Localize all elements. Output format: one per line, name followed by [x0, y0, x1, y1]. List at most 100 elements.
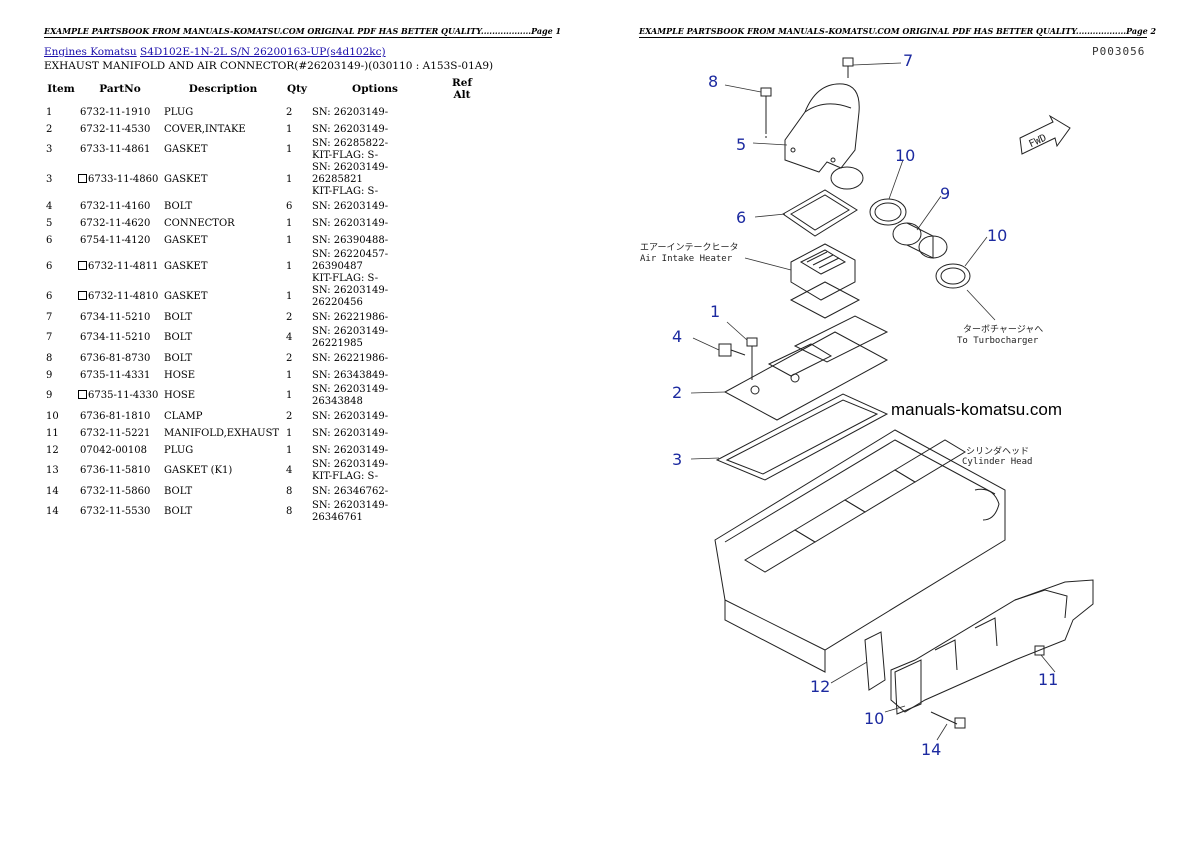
cell-qty-text: 1	[286, 261, 293, 272]
cell-options: SN: 26203149-26346761	[310, 500, 440, 524]
callout-3: 3	[672, 450, 683, 469]
cell-description-text: GASKET	[164, 174, 208, 185]
cell-partno: 6736-81-8730	[78, 350, 162, 367]
cell-partno-text: 6735-11-4330	[88, 390, 159, 401]
callout-1: 1	[710, 302, 721, 321]
cell-partno-text: 07042-00108	[80, 444, 148, 456]
cell-ref-alt	[440, 162, 484, 198]
checkbox-icon	[78, 261, 87, 270]
turbo-label-jp: ターボチャージャへ	[963, 325, 1044, 335]
air-intake-label-jp: エアーインテークヒータ	[640, 243, 739, 253]
cell-item-text: 3	[46, 144, 53, 155]
table-header-row: Item PartNo Description Qty Options Ref …	[44, 76, 484, 104]
cell-description-text: GASKET	[164, 234, 208, 246]
callout-8: 8	[708, 72, 719, 91]
cell-partno: 6732-11-4620	[78, 215, 162, 232]
callout-6: 6	[736, 208, 747, 227]
col-partno: PartNo	[99, 83, 141, 95]
cell-item-text: 14	[46, 506, 59, 517]
cell-ref-alt	[440, 384, 484, 408]
callout-4: 4	[672, 327, 683, 346]
cell-description-text: GASKET	[164, 261, 208, 272]
cell-item: 14	[44, 483, 78, 500]
cell-options: SN: 26203149-26221985	[310, 326, 440, 350]
cell-ref-alt	[440, 121, 484, 138]
cylinder-head	[714, 429, 1006, 673]
cell-item-text: 9	[46, 369, 53, 381]
cell-description: HOSE	[162, 367, 284, 384]
cell-partno: 6732-11-4811	[78, 249, 162, 285]
cell-item: 2	[44, 121, 78, 138]
cell-qty-text: 8	[286, 485, 293, 497]
option-kit-flag: KIT-FLAG: S-	[312, 273, 379, 284]
cell-item: 6	[44, 232, 78, 249]
cell-qty-text: 1	[286, 174, 293, 185]
model-link[interactable]: S4D102E-1N-2L S/N 26200163-UP(s4d102kc)	[140, 46, 386, 58]
cell-item: 9	[44, 367, 78, 384]
cell-partno-text: 6734-11-5210	[80, 311, 151, 323]
cell-qty-text: 1	[286, 217, 293, 229]
cell-description-text: HOSE	[164, 369, 196, 381]
cell-item-text: 6	[46, 291, 53, 302]
cell-description-text: MANIFOLD,EXHAUST	[164, 427, 280, 439]
cell-item-text: 14	[46, 485, 59, 497]
option-serial: SN: 26221986-	[312, 352, 389, 364]
callout-7: 7	[903, 51, 914, 70]
cell-qty-text: 1	[286, 427, 293, 439]
option-serial: SN: 26203149-	[312, 444, 389, 456]
cell-qty-text: 4	[286, 465, 293, 476]
cell-partno-text: 6734-11-5210	[80, 332, 151, 343]
cell-item-text: 11	[46, 427, 59, 439]
cell-qty-text: 1	[286, 234, 293, 246]
fwd-arrow-icon: FWD	[1019, 114, 1071, 155]
plug-1	[746, 337, 758, 380]
cell-item-text: 8	[46, 352, 53, 364]
gasket-13	[864, 631, 886, 691]
cell-partno-text: 6732-11-4530	[80, 123, 151, 135]
cell-description: GASKET	[162, 162, 284, 198]
cell-partno: 6735-11-4330	[78, 384, 162, 408]
option-serial: SN: 26285822-	[312, 138, 389, 149]
engines-komatsu-link[interactable]: Engines Komatsu	[44, 46, 137, 58]
cell-partno: 6732-11-5860	[78, 483, 162, 500]
option-serial: SN: 26203149-	[312, 427, 389, 439]
fwd-label: FWD	[1027, 133, 1048, 151]
cell-ref-alt	[440, 500, 484, 524]
cell-partno-text: 6733-11-4860	[88, 174, 159, 185]
option-serial: SN: 26203149-	[312, 123, 389, 135]
cell-item-text: 2	[46, 123, 53, 135]
cell-ref-alt	[440, 285, 484, 309]
cell-ref-alt	[440, 483, 484, 500]
option-serial: SN: 26203149-	[312, 106, 389, 118]
option-kit-flag: KIT-FLAG: S-	[312, 471, 379, 482]
cell-description: GASKET	[162, 232, 284, 249]
cell-partno: 6732-11-4810	[78, 285, 162, 309]
cell-description-text: GASKET	[164, 144, 208, 155]
option-serial: SN: 26221986-	[312, 311, 389, 323]
cell-item: 8	[44, 350, 78, 367]
cell-ref-alt	[440, 104, 484, 121]
cell-qty-text: 2	[286, 311, 293, 323]
cell-qty: 1	[284, 442, 310, 459]
cell-description-text: GASKET	[164, 291, 208, 302]
cell-qty-text: 2	[286, 106, 293, 118]
cell-qty: 8	[284, 500, 310, 524]
breadcrumb: Engines Komatsu S4D102E-1N-2L S/N 262001…	[44, 46, 386, 58]
cell-description: GASKET	[162, 249, 284, 285]
cell-options: SN: 26285822-KIT-FLAG: S-	[310, 138, 440, 162]
watermark: manuals-komatsu.com	[891, 400, 1063, 419]
cell-description: BOLT	[162, 326, 284, 350]
heater-gasket	[789, 281, 861, 319]
cell-partno: 6732-11-5221	[78, 425, 162, 442]
cell-partno-text: 6732-11-5530	[80, 506, 151, 517]
option-serial: SN: 26346762-	[312, 485, 389, 497]
cell-qty-text: 1	[286, 123, 293, 135]
cell-description-text: BOLT	[164, 506, 193, 517]
cell-options: SN: 26390488-	[310, 232, 440, 249]
